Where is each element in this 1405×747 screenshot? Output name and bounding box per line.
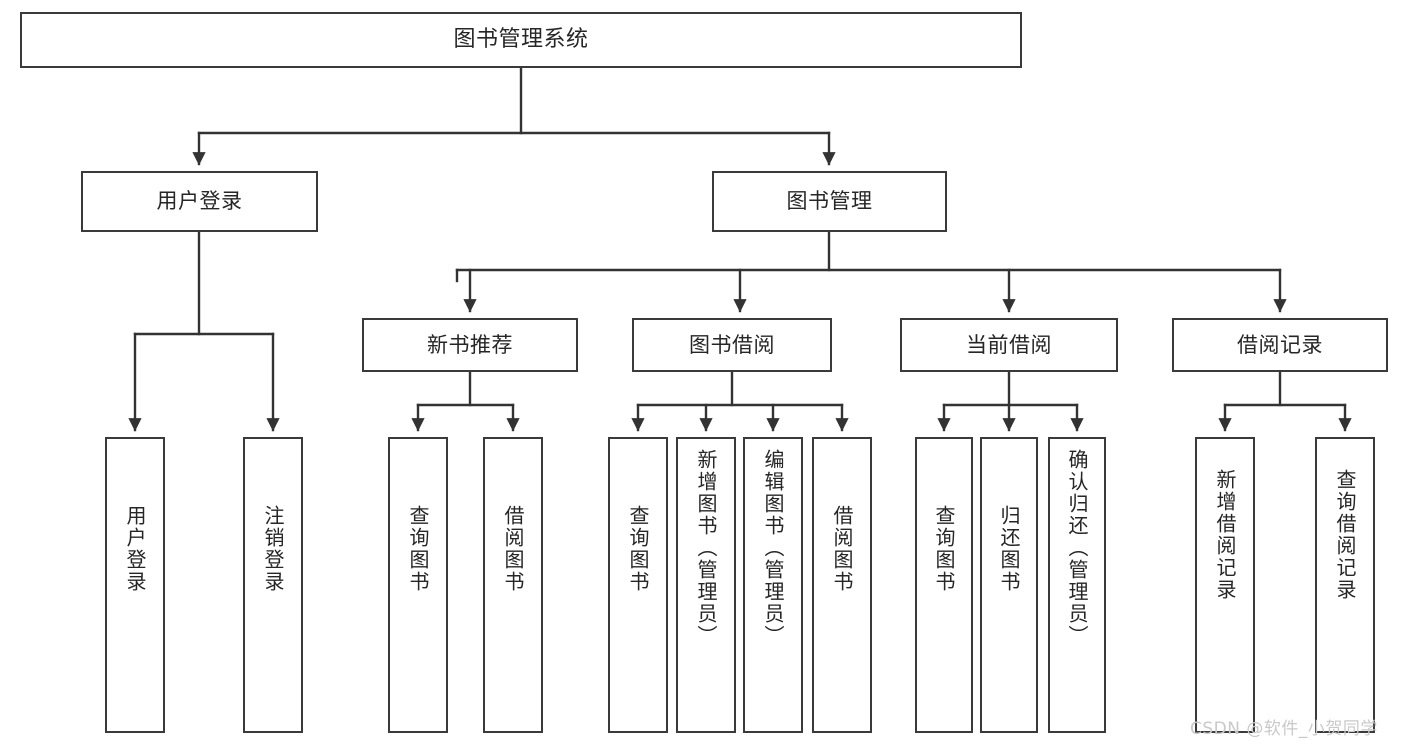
- node-leaf-borrow-book-rec-label: 借阅图书: [501, 505, 525, 593]
- node-leaf-query-book-label: 查询图书: [626, 505, 650, 593]
- node-leaf-add-book[interactable]: 新增图书（管理员）: [676, 437, 736, 733]
- node-book-borrow-label: 图书借阅: [689, 332, 775, 357]
- node-leaf-query-cur[interactable]: 查询图书: [915, 437, 973, 733]
- node-current-borrow-label: 当前借阅: [966, 332, 1052, 357]
- csdn-watermark: CSDN @软件_小贺同学: [1190, 719, 1378, 739]
- node-leaf-logout-label: 注销登录: [261, 505, 285, 593]
- node-leaf-query-book[interactable]: 查询图书: [608, 437, 668, 733]
- node-leaf-query-book-rec[interactable]: 查询图书: [388, 437, 448, 733]
- node-leaf-return-book-label: 归还图书: [997, 505, 1021, 593]
- node-root[interactable]: 图书管理系统: [20, 12, 1022, 68]
- node-new-book-rec-label: 新书推荐: [427, 332, 513, 357]
- node-leaf-borrow-book-rec[interactable]: 借阅图书: [483, 437, 543, 733]
- node-book-borrow[interactable]: 图书借阅: [632, 318, 832, 372]
- node-leaf-confirm-return[interactable]: 确认归还（管理员）: [1048, 437, 1106, 733]
- node-new-book-rec[interactable]: 新书推荐: [362, 318, 578, 372]
- node-leaf-borrow-book[interactable]: 借阅图书: [812, 437, 872, 733]
- node-leaf-user-login[interactable]: 用户登录: [105, 437, 165, 733]
- node-leaf-confirm-return-label: 确认归还（管理员）: [1065, 449, 1089, 647]
- node-leaf-user-login-label: 用户登录: [123, 505, 147, 593]
- node-book-manage[interactable]: 图书管理: [712, 171, 947, 232]
- node-leaf-add-record-label: 新增借阅记录: [1213, 469, 1237, 601]
- node-leaf-query-record-label: 查询借阅记录: [1333, 469, 1357, 601]
- node-book-manage-label: 图书管理: [786, 189, 873, 214]
- node-borrow-record-label: 借阅记录: [1237, 332, 1323, 357]
- node-leaf-add-record[interactable]: 新增借阅记录: [1195, 437, 1255, 733]
- node-current-borrow[interactable]: 当前借阅: [900, 318, 1118, 372]
- node-user-login-label: 用户登录: [156, 189, 243, 214]
- node-root-label: 图书管理系统: [453, 27, 589, 53]
- node-leaf-query-book-rec-label: 查询图书: [406, 505, 430, 593]
- node-borrow-record[interactable]: 借阅记录: [1172, 318, 1388, 372]
- node-leaf-edit-book[interactable]: 编辑图书（管理员）: [743, 437, 803, 733]
- node-leaf-logout[interactable]: 注销登录: [243, 437, 303, 733]
- node-leaf-return-book[interactable]: 归还图书: [980, 437, 1038, 733]
- node-leaf-query-record[interactable]: 查询借阅记录: [1315, 437, 1375, 733]
- node-leaf-query-cur-label: 查询图书: [932, 505, 956, 593]
- node-user-login[interactable]: 用户登录: [81, 171, 318, 232]
- node-leaf-add-book-label: 新增图书（管理员）: [694, 449, 718, 647]
- node-leaf-edit-book-label: 编辑图书（管理员）: [761, 449, 785, 647]
- node-leaf-borrow-book-label: 借阅图书: [830, 505, 854, 593]
